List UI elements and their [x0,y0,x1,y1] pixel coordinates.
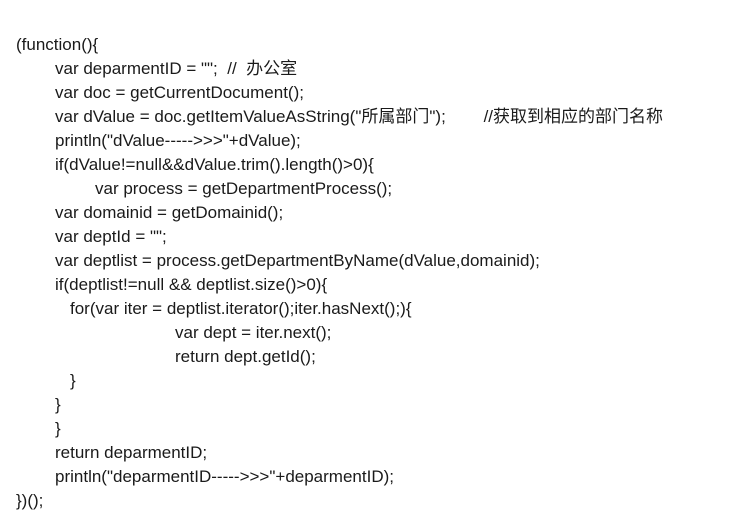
code-line: } [55,395,61,414]
code-line: var deptlist = process.getDepartmentByNa… [55,251,540,270]
code-line: var domainid = getDomainid(); [55,203,284,222]
code-line: println("deparmentID----->>>"+deparmentI… [55,467,394,486]
code-line: for(var iter = deptlist.iterator();iter.… [70,299,412,318]
code-line: if(deptlist!=null && deptlist.size()>0){ [55,275,328,294]
code-line: } [70,371,76,390]
code-line: var deptId = ""; [55,227,167,246]
code-line: } [55,419,61,438]
code-line: var dept = iter.next(); [175,323,332,342]
code-line: var deparmentID = ""; // 办公室 [55,59,298,78]
code-line: println("dValue----->>>"+dValue); [55,131,301,150]
code-line: var doc = getCurrentDocument(); [55,83,304,102]
code-line: (function(){ [16,35,99,54]
code-line: var process = getDepartmentProcess(); [95,179,393,198]
code-line: if(dValue!=null&&dValue.trim().length()>… [55,155,374,174]
code-line: return deparmentID; [55,443,208,462]
code-line: var dValue = doc.getItemValueAsString("所… [55,107,664,126]
code-line: })(); [16,491,44,510]
code-line: return dept.getId(); [175,347,316,366]
